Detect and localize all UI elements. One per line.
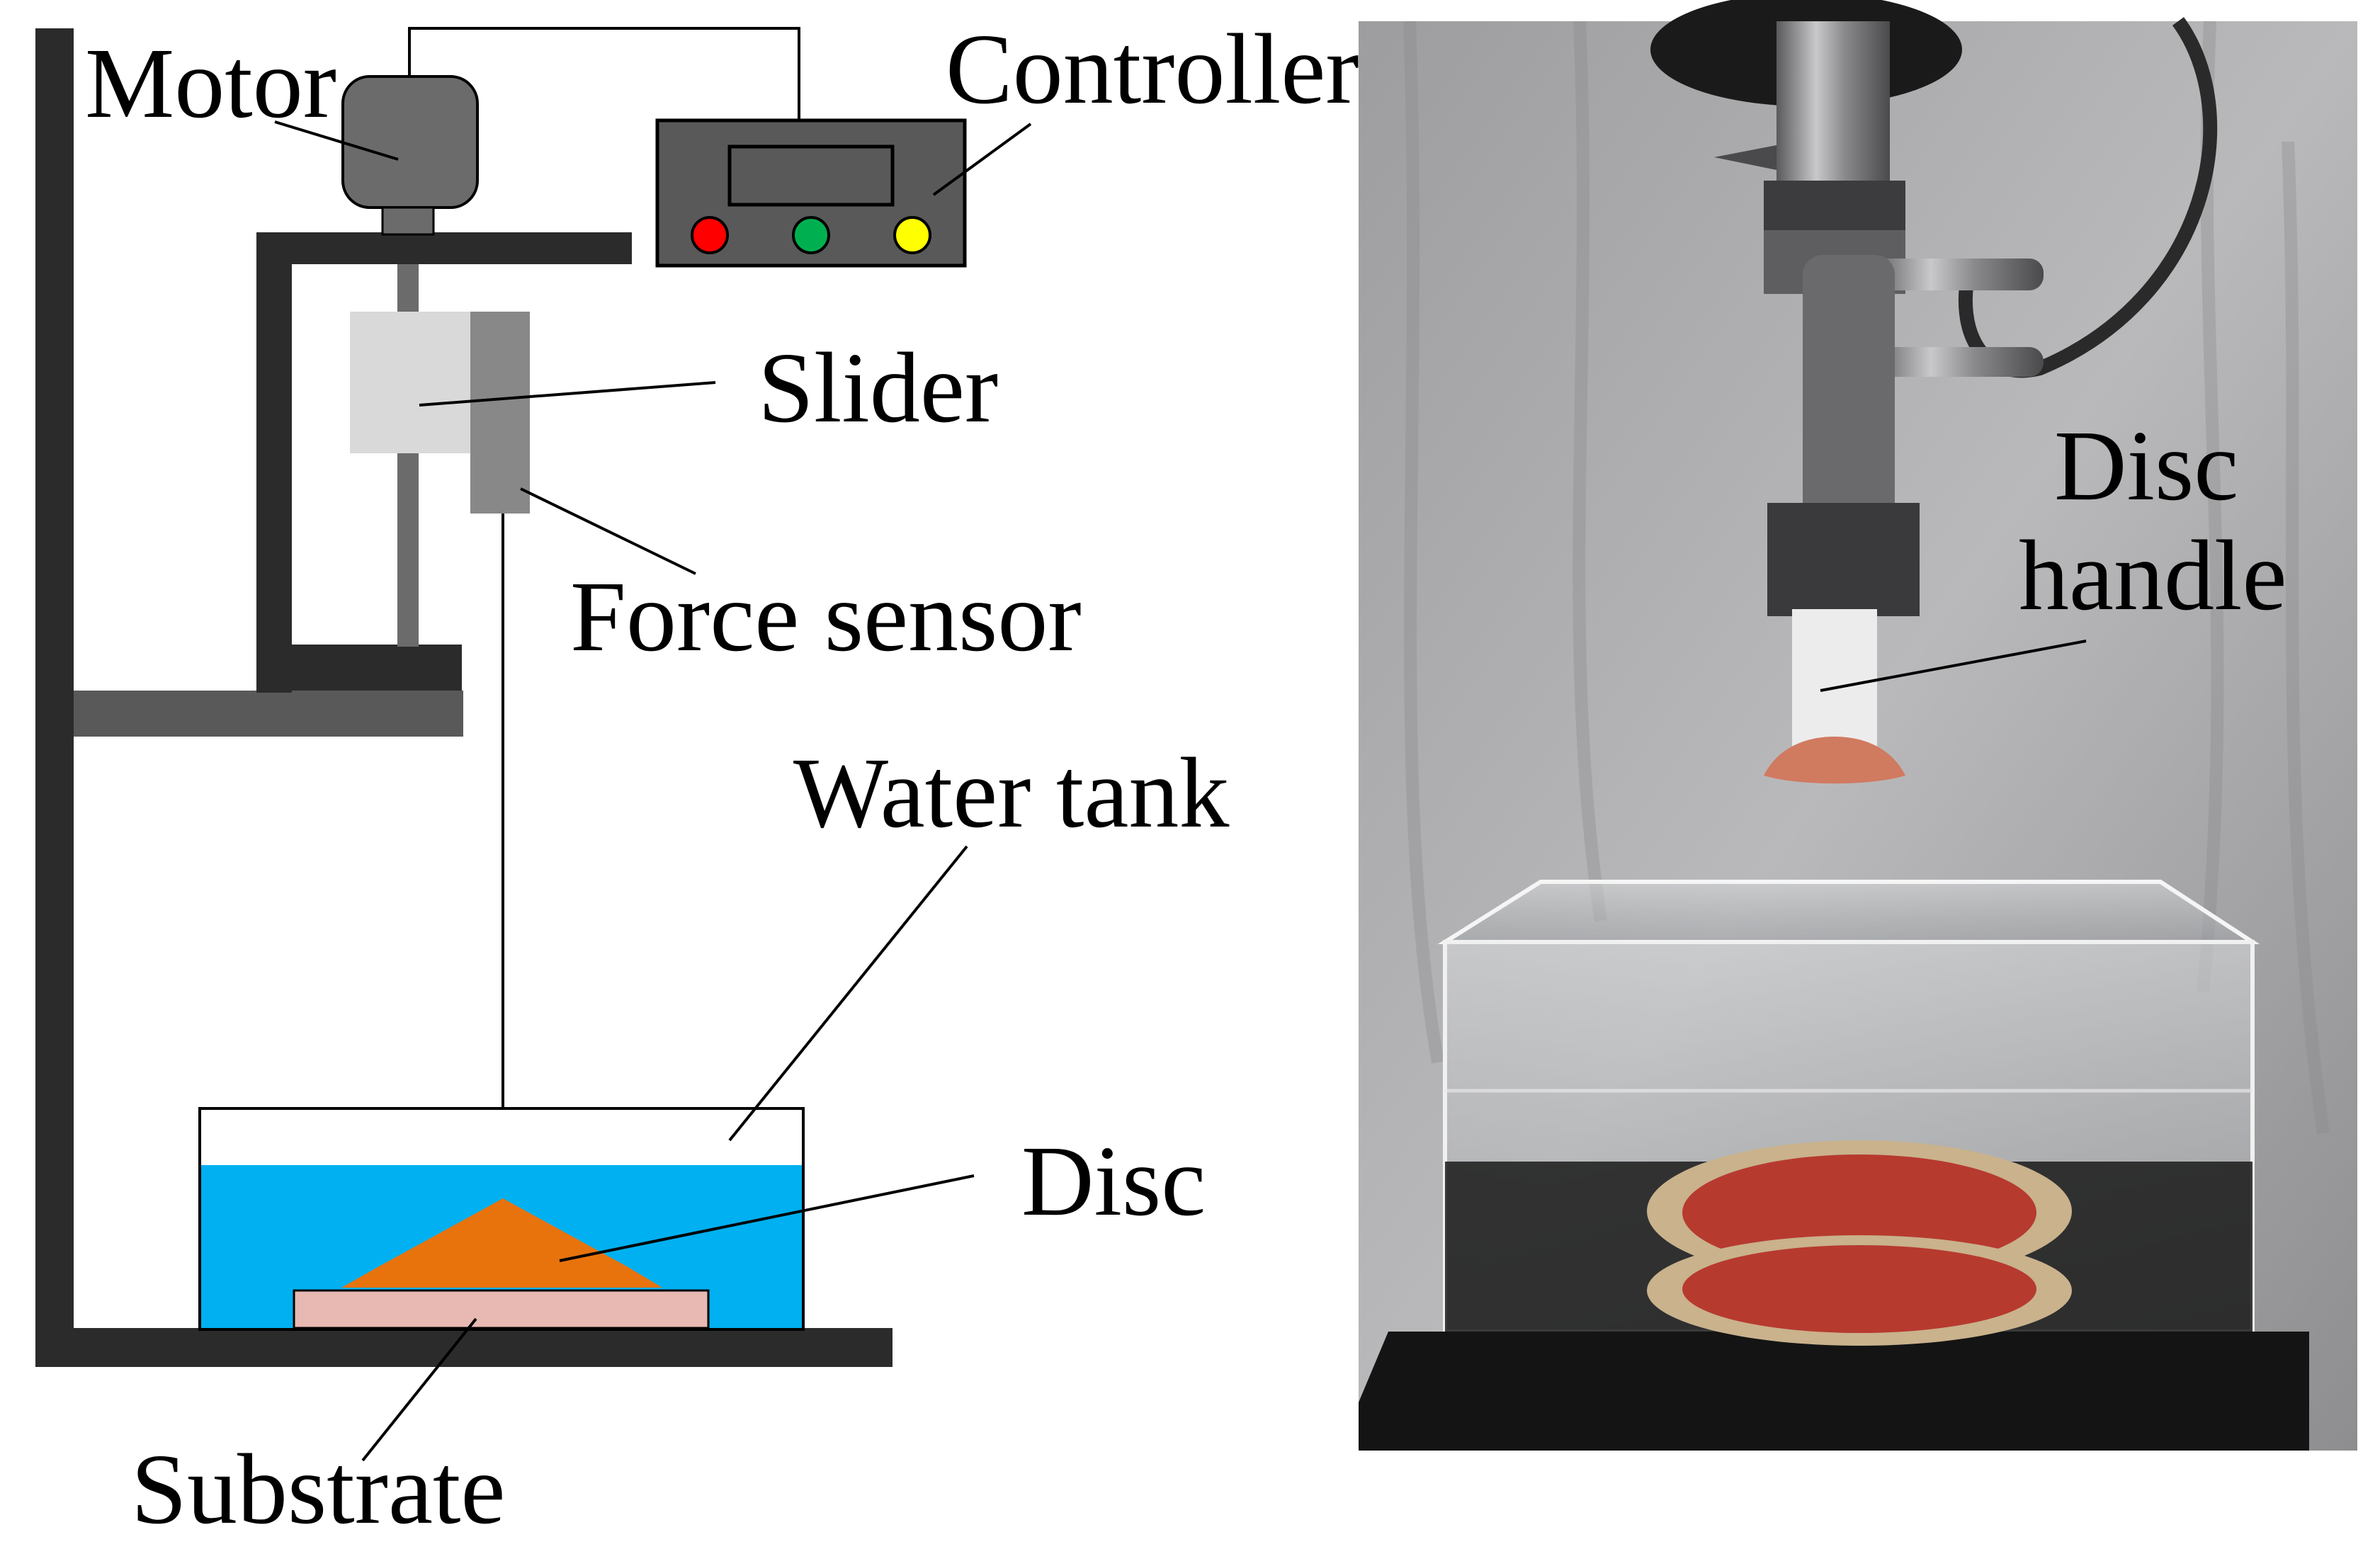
controller-red-button: [691, 216, 729, 254]
photo-sample-disc-lower: [1682, 1245, 2036, 1333]
disc-handle-leader: [1820, 640, 2087, 692]
slider-block: [350, 312, 472, 453]
controller-display: [727, 144, 895, 207]
grip-side-rod-upper: [1870, 259, 2044, 290]
controller-yellow-button: [893, 216, 931, 254]
tank-glass-top: [1437, 880, 2260, 944]
force-sensor-block: [470, 312, 530, 514]
controller-green-button: [792, 216, 830, 254]
slider-leader: [419, 381, 716, 407]
column-collar: [1764, 181, 1905, 230]
photo-suction-disc: [1764, 737, 1905, 784]
motor-controller-wire: [408, 27, 800, 120]
bracket-bottom-arm: [256, 645, 462, 691]
substrate-block: [293, 1289, 710, 1329]
motor-leader: [274, 120, 399, 161]
disc-label: Disc: [1021, 1125, 1206, 1237]
schematic-diagram: Motor Controller Slider Force sensor Wat…: [35, 13, 1359, 1545]
bracket-vertical: [256, 232, 292, 693]
disc-leader: [559, 1174, 975, 1262]
column-side-pin: [1714, 145, 1776, 170]
frame-vertical-post: [35, 28, 74, 1360]
water-tank-leader: [728, 845, 968, 1142]
bracket-top-arm: [256, 232, 632, 264]
background-cloth-folds: [1403, 21, 2330, 1135]
controller-leader: [932, 123, 1032, 196]
substrate-label: Substrate: [131, 1433, 505, 1545]
grip-side-rod-lower: [1870, 347, 2044, 377]
water-tank-label: Water tank: [793, 737, 1229, 849]
disc-handle-label-line1: Disc: [2054, 409, 2238, 521]
motor-body: [341, 75, 479, 209]
force-sensor-label: Force sensor: [570, 560, 1082, 672]
grip-jaw-block: [1767, 503, 1920, 616]
controller-label: Controller: [946, 13, 1359, 125]
substrate-leader: [361, 1317, 477, 1462]
motor-shaft-coupler: [381, 206, 435, 236]
tank-black-base: [1359, 1332, 2309, 1451]
disc-handle-label-line2: handle: [2019, 519, 2287, 631]
force-sensor-leader: [520, 487, 696, 575]
motor-label: Motor: [85, 27, 336, 139]
disc-shape: [341, 1198, 662, 1288]
frame-shelf: [74, 691, 463, 737]
grip-jaw-arm: [1803, 255, 1895, 552]
slider-label: Slider: [758, 331, 998, 443]
apparatus-photo: Disc handle: [1359, 0, 2357, 1451]
disc-handle-bar: [1792, 609, 1877, 751]
sensor-cable: [1958, 17, 2218, 378]
